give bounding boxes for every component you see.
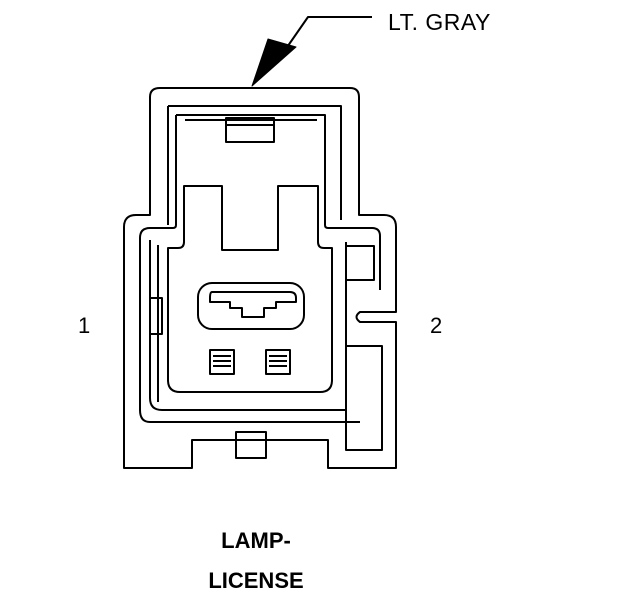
- bottom-key-tab: [235, 431, 267, 459]
- pin-square-left: [209, 349, 235, 375]
- left-rib: [149, 297, 163, 335]
- wire-color-label: LT. GRAY: [388, 9, 491, 35]
- top-latch: [225, 117, 275, 143]
- right-rib-upper: [345, 245, 375, 281]
- pin-number-2: 2: [430, 313, 443, 338]
- connector-inner-wall: [176, 114, 381, 290]
- terminal-slot-inner: [209, 291, 297, 318]
- component-title-line1: LAMP-: [221, 528, 291, 553]
- connector-housing-top-inner: [168, 105, 342, 220]
- pin-square-right: [265, 349, 291, 375]
- connector-housing-outer: [123, 87, 397, 469]
- pin-number-1: 1: [78, 313, 91, 338]
- callout-arrow: [251, 16, 372, 87]
- component-title-line2: LICENSE: [208, 568, 304, 593]
- terminal-cavity: [167, 185, 333, 393]
- terminal-slot-outer: [197, 282, 305, 330]
- right-rib-lower: [345, 345, 383, 451]
